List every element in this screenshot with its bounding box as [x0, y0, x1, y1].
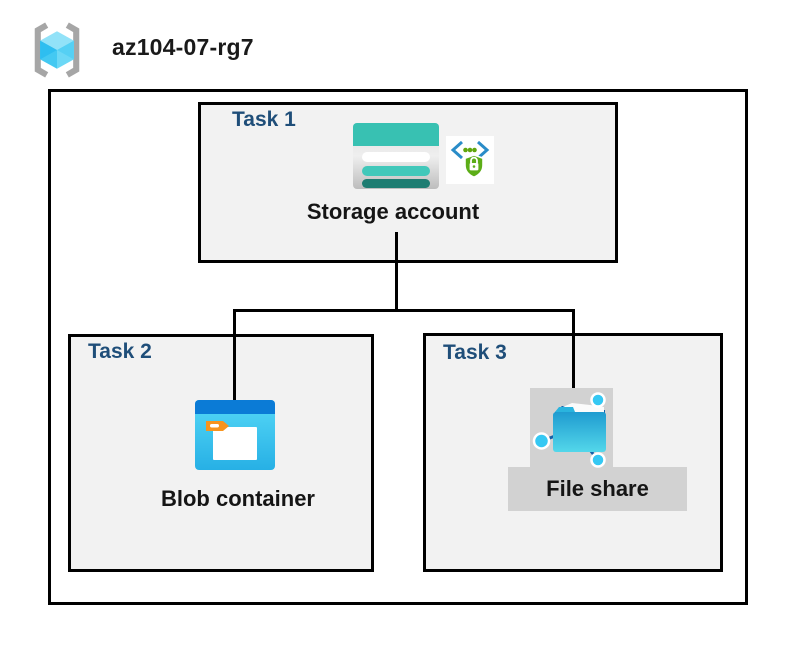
- file-share-label: File share: [546, 476, 649, 501]
- task2-label: Task 2: [88, 340, 152, 363]
- connector-to-fileshare: [572, 309, 575, 392]
- resource-group-name: az104-07-rg7: [112, 34, 254, 60]
- storage-account-icon: [353, 123, 439, 189]
- azure-resource-group-icon: [27, 20, 87, 80]
- blob-container-label: Blob container: [160, 486, 315, 511]
- secure-endpoint-icon: [446, 136, 494, 184]
- file-share-label-highlight: File share: [508, 467, 687, 511]
- task3-label: Task 3: [443, 341, 507, 364]
- connector-horizontal: [233, 309, 575, 312]
- blob-container-icon: [195, 400, 275, 470]
- connector-to-blob: [233, 309, 236, 402]
- connector-storage-stem: [395, 232, 398, 312]
- storage-account-label: Storage account: [306, 199, 480, 224]
- file-share-icon: [532, 390, 612, 468]
- task1-label: Task 1: [232, 108, 296, 131]
